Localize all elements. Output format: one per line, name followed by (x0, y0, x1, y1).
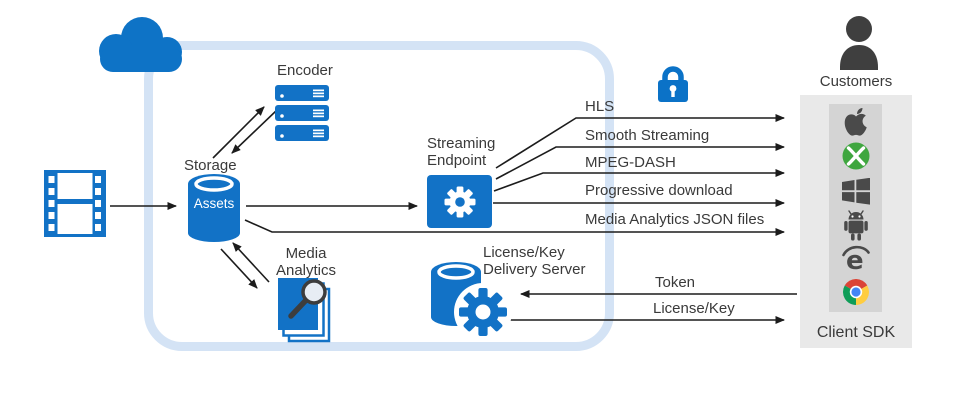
database-gear-icon (431, 262, 512, 341)
client-sdk-label: Client SDK (816, 324, 896, 341)
streaming-endpoint-node (427, 175, 492, 228)
person-icon (840, 16, 878, 70)
server-icon (275, 85, 329, 101)
cloud-boundary-box (144, 41, 614, 351)
assets-label: Assets (193, 196, 235, 211)
svg-text:e: e (846, 246, 864, 273)
document-magnifier-icon (278, 278, 331, 343)
windows-icon (842, 178, 870, 205)
token-label: Token (655, 274, 696, 291)
server-icon (275, 125, 329, 141)
android-icon (844, 210, 868, 241)
mpeg-dash-label: MPEG-DASH (585, 154, 676, 171)
film-icon (44, 170, 106, 237)
hls-label: HLS (585, 98, 615, 115)
progressive-download-label: Progressive download (585, 182, 733, 199)
lock-icon (658, 66, 688, 102)
chrome-icon (843, 279, 869, 305)
license-key-label: License/Key (653, 300, 735, 317)
license-server-label: License/Key Delivery Server (483, 244, 586, 278)
gear-icon (444, 186, 475, 217)
server-icon (275, 105, 329, 121)
streaming-endpoint-label: Streaming Endpoint (427, 135, 496, 169)
smooth-streaming-label: Smooth Streaming (585, 127, 710, 144)
database-icon (188, 174, 240, 242)
cloud-icon (99, 17, 182, 72)
media-analytics-label: Media Analytics (275, 245, 337, 279)
xbox-icon (842, 142, 870, 170)
client-sdk-icon-column (829, 104, 882, 312)
customers-label: Customers (819, 73, 893, 90)
internet-explorer-icon: e (842, 245, 870, 273)
storage-label: Storage (184, 157, 237, 174)
encoder-label: Encoder (277, 62, 333, 79)
media-analytics-json-label: Media Analytics JSON files (585, 211, 765, 228)
apple-icon (844, 108, 867, 136)
